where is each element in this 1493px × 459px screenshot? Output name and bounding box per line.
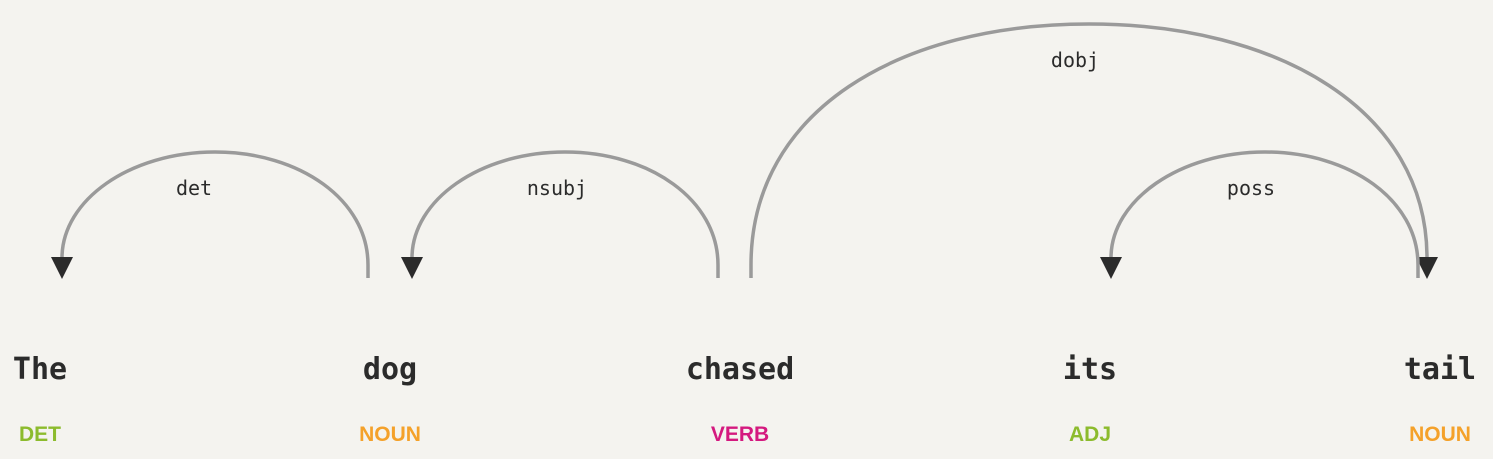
arc-poss — [1109, 150, 1420, 278]
token-pos-tag: DET — [19, 423, 61, 446]
token-word: chased — [686, 352, 794, 387]
token-word: dog — [363, 352, 417, 387]
arc-dobj — [749, 22, 1429, 278]
token-pos-tag: ADJ — [1069, 423, 1111, 446]
arc-label-det: det — [176, 176, 212, 200]
arrow-dobj-icon — [1416, 257, 1438, 279]
token-pos-tag: NOUN — [1409, 423, 1471, 446]
token-word: The — [13, 352, 67, 387]
token-word: tail — [1404, 352, 1476, 387]
arc-label-dobj: dobj — [1051, 48, 1099, 72]
arc-label-poss: poss — [1227, 176, 1275, 200]
arrow-poss-icon — [1100, 257, 1122, 279]
token-word: its — [1063, 352, 1117, 387]
arrow-det-icon — [51, 257, 73, 279]
arc-det — [60, 150, 370, 278]
arc-nsubj — [410, 150, 720, 278]
arrow-nsubj-icon — [401, 257, 423, 279]
token-pos-tag: NOUN — [359, 423, 421, 446]
token-pos-tag: VERB — [711, 423, 769, 446]
arc-label-nsubj: nsubj — [527, 176, 587, 200]
